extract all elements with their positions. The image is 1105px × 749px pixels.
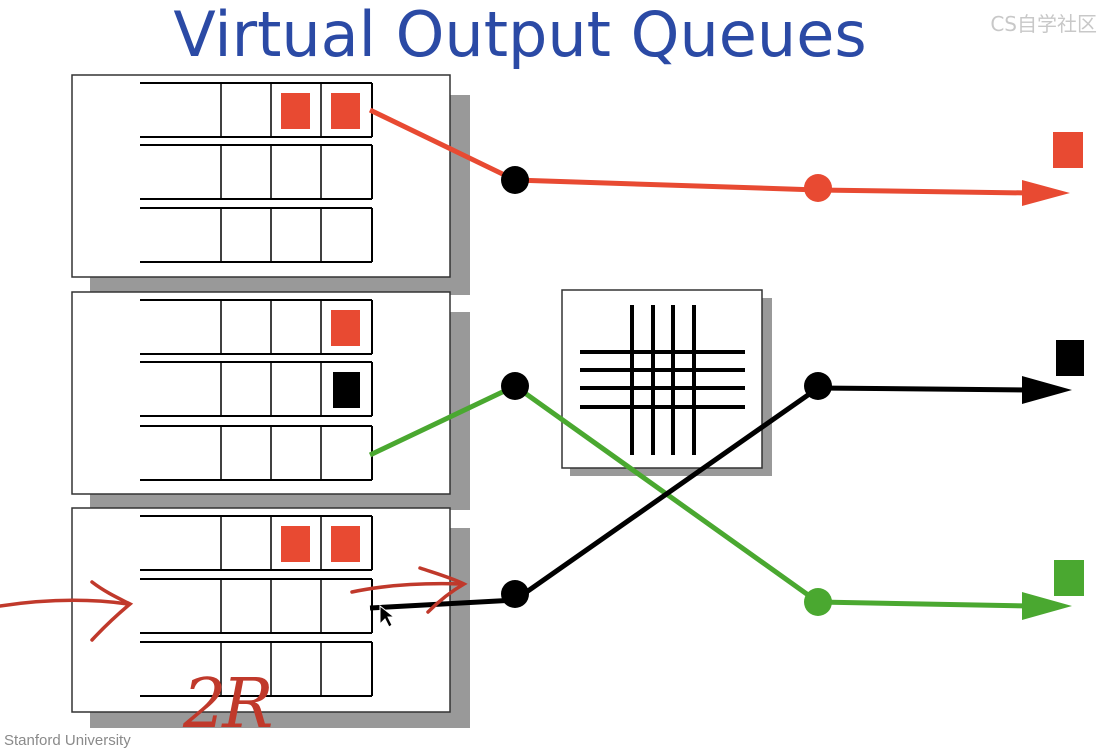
crossbar-switch-icon [561, 289, 772, 476]
voq-row-red [140, 299, 373, 355]
voq-row-red [140, 82, 373, 138]
packet-cell-red [281, 93, 310, 129]
cursor-pointer-icon [379, 604, 396, 628]
watermark-text: CS自学社区 [990, 12, 1097, 36]
output-packet-black [1056, 340, 1084, 376]
connection-red [368, 107, 1070, 206]
voq-row-green [140, 641, 373, 697]
packet-cell-red [331, 526, 360, 562]
packet-cell-red [331, 93, 360, 129]
annotation-arrow-input [0, 580, 134, 642]
footer-text: Stanford University [4, 732, 131, 749]
packet-cell-red [331, 310, 360, 346]
output-packet-red [1053, 132, 1083, 168]
voq-row-black [140, 361, 373, 417]
input-port-1 [71, 74, 470, 295]
output-packet-green [1054, 560, 1084, 596]
input-port-2 [71, 291, 470, 510]
annotation-arrow-output [350, 566, 468, 614]
connection-black [369, 372, 1072, 611]
voq-row-black [140, 144, 373, 200]
annotation-2r: 2R [183, 665, 273, 744]
voq-row-red [140, 515, 373, 571]
slide-title: Virtual Output Queues [173, 0, 867, 71]
packet-cell-red [281, 526, 310, 562]
packet-cell-black [333, 372, 360, 408]
input-port-3 [71, 507, 470, 728]
voq-row-green [140, 207, 373, 263]
